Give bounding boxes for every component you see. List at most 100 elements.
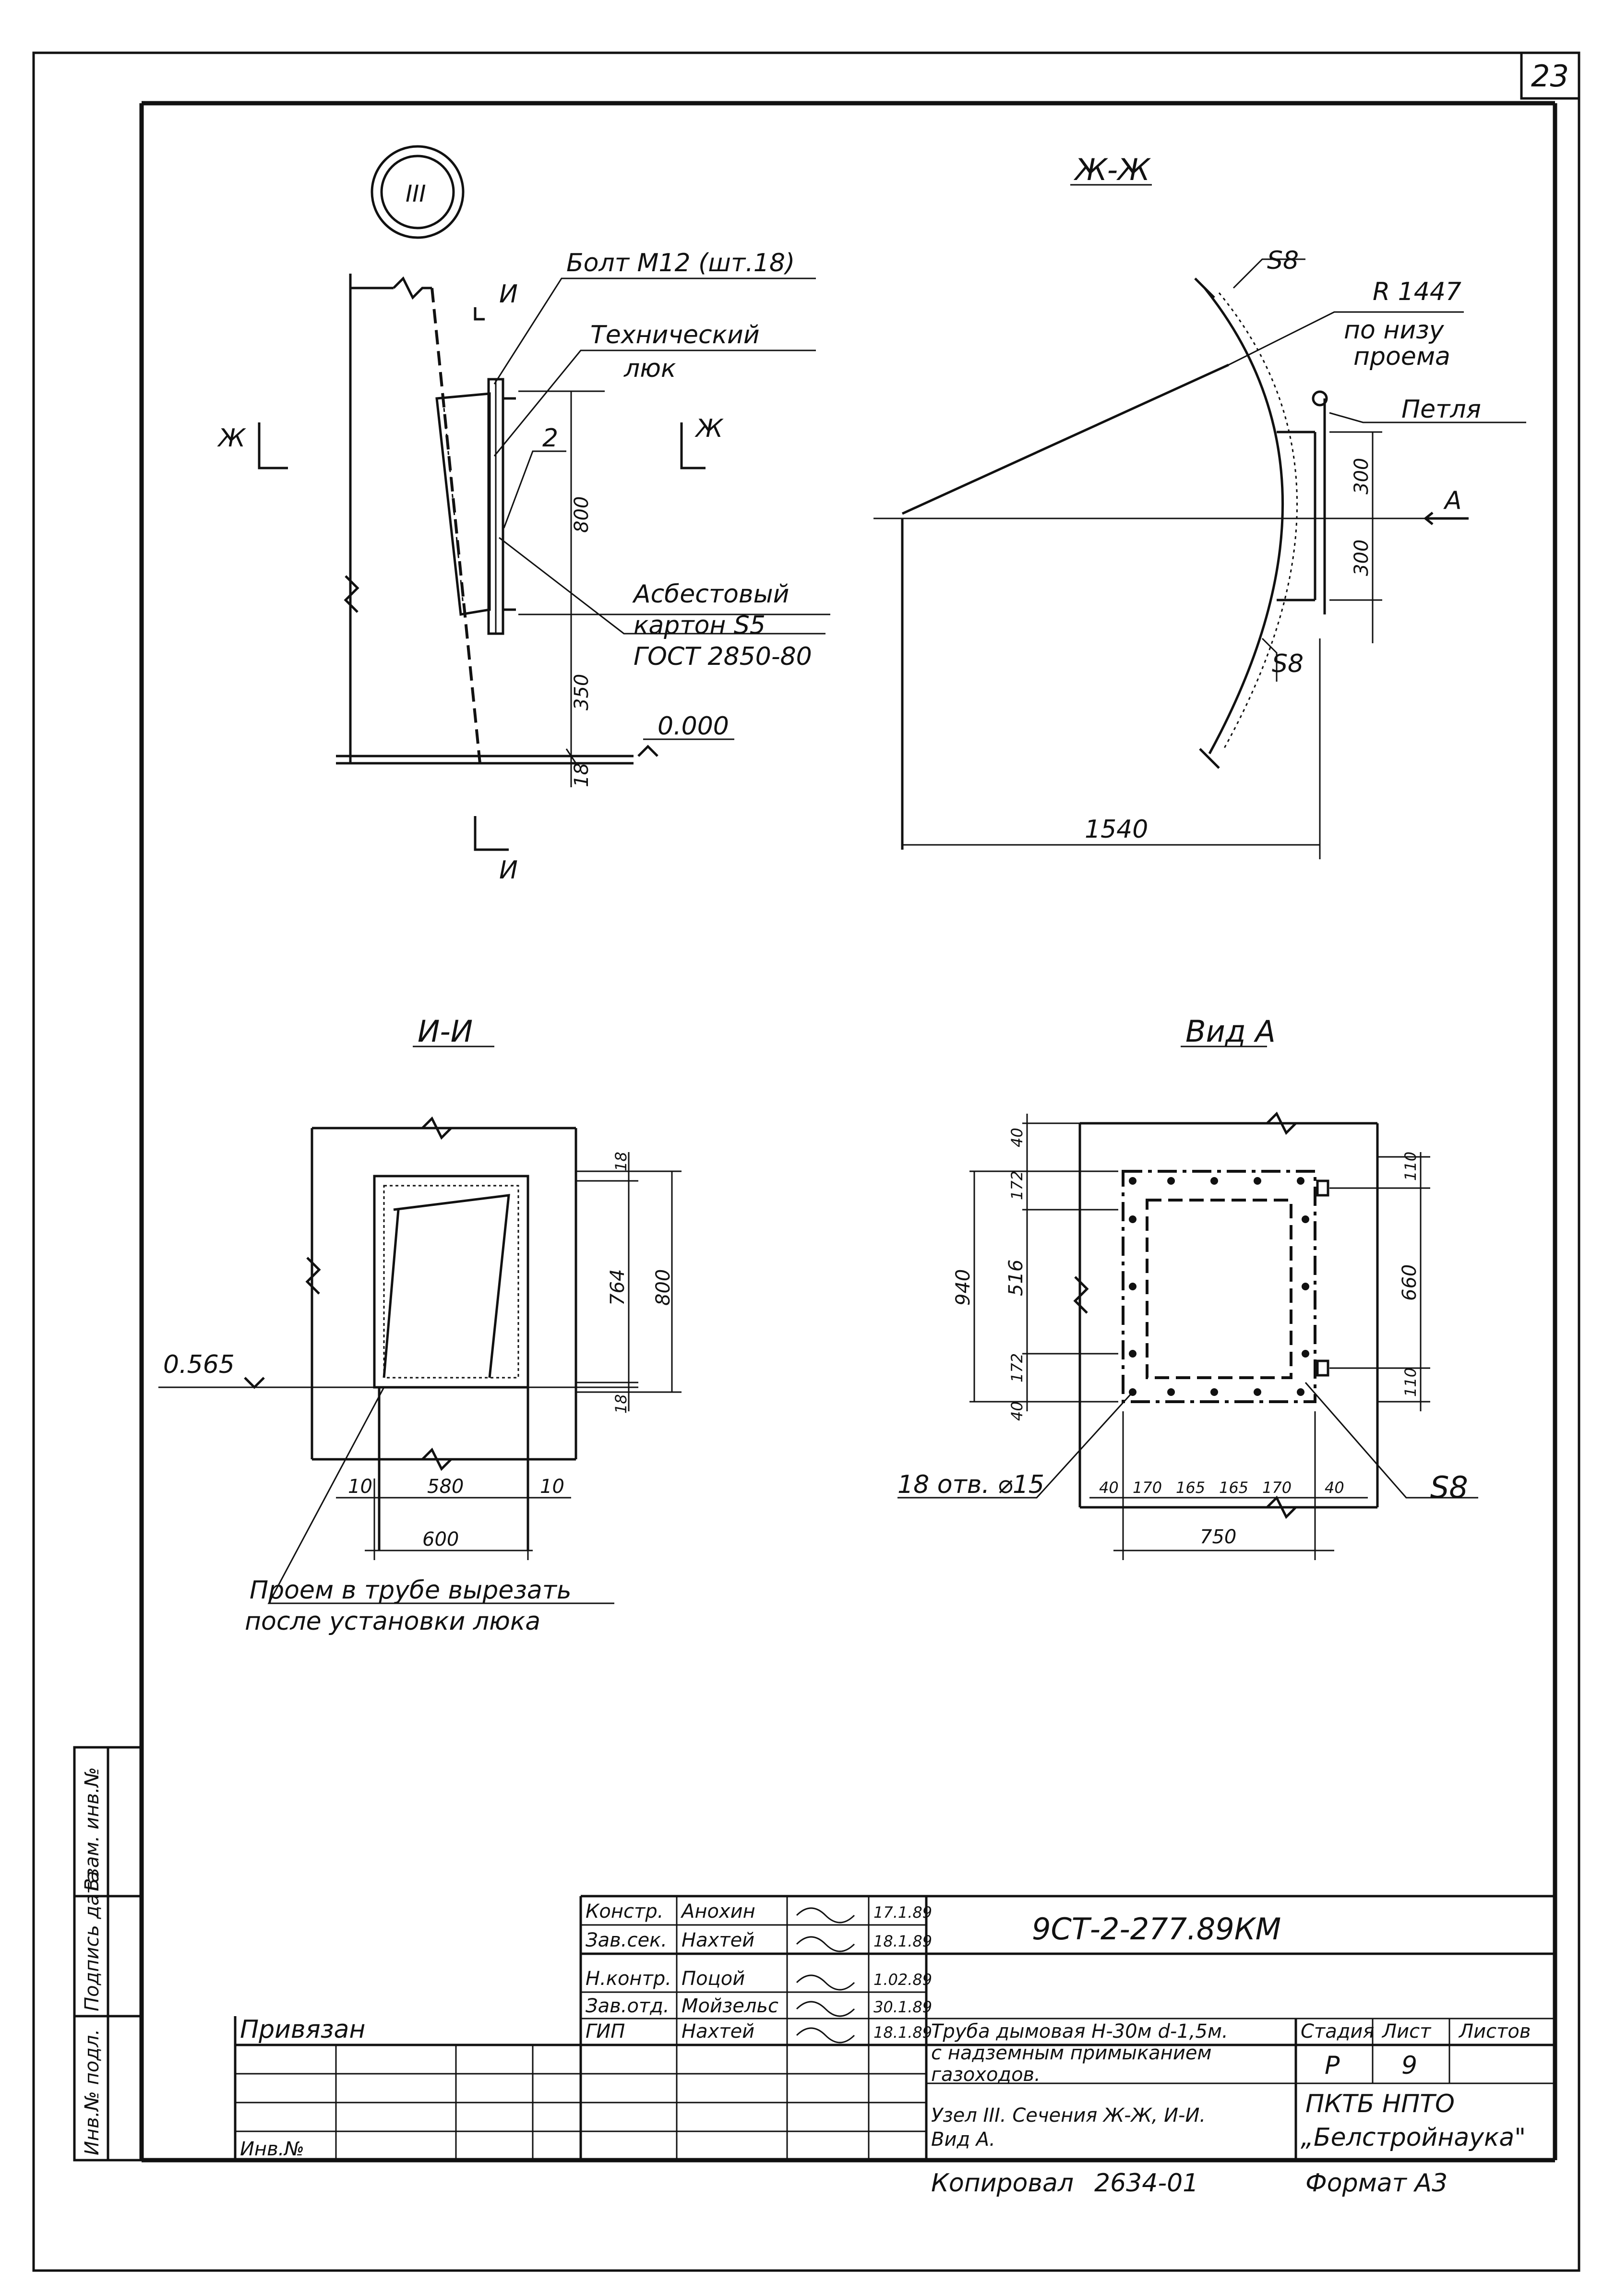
view-a-title: Вид А xyxy=(1185,1014,1276,1049)
tb-privyazan: Привязан xyxy=(240,2015,365,2044)
tb-role-2: Зав.сек. xyxy=(586,1929,667,1951)
va-dim-516: 516 xyxy=(1005,1260,1027,1296)
section-ii-drawing xyxy=(158,1116,682,1604)
radius-note-2: проема xyxy=(1353,342,1450,371)
radius: R 1447 xyxy=(1373,277,1461,306)
va-dim-110b: 110 xyxy=(1401,1368,1420,1397)
ii-dim-10a: 10 xyxy=(348,1476,372,1498)
va-dim-750: 750 xyxy=(1200,1526,1236,1548)
va-dim-110a: 110 xyxy=(1401,1152,1420,1181)
tb-title-1: Труба дымовая Н-30м d-1,5м. xyxy=(931,2020,1228,2043)
tb-sheets-h: Листов xyxy=(1458,2020,1531,2043)
asbestos-1: Асбестовый xyxy=(632,580,789,609)
title-block-grid xyxy=(234,1895,1555,2160)
cut-zh-left: Ж xyxy=(217,424,246,453)
tb-role-4: Зав.отд. xyxy=(586,1995,670,2017)
section-zh-drawing xyxy=(873,258,1526,859)
dim-1540: 1540 xyxy=(1085,815,1148,844)
section-zh-title: Ж-Ж xyxy=(1073,152,1151,187)
tb-org-2: „Белстройнаука" xyxy=(1301,2123,1526,2152)
tb-date-2: 18.1.89 xyxy=(873,1932,932,1950)
tb-date-5: 18.1.89 xyxy=(873,2023,932,2042)
tb-name-5: Нахтей xyxy=(682,2020,754,2043)
tb-doc-code: 9СТ-2-277.89КМ xyxy=(1032,1911,1281,1947)
tb-sheet-title-1: Узел III. Сечения Ж-Ж, И-И. xyxy=(931,2104,1206,2127)
tb-sheet-no: 9 xyxy=(1401,2051,1417,2080)
dim-300a: 300 xyxy=(1351,458,1373,494)
va-b-40b: 40 xyxy=(1325,1479,1344,1497)
radius-note-1: по низу xyxy=(1344,316,1445,345)
signatures xyxy=(796,1907,855,2044)
tb-org-1: ПКТБ НПТО xyxy=(1305,2090,1455,2118)
tb-role-5: ГИП xyxy=(586,2020,625,2043)
bolt-label: Болт М12 (шт.18) xyxy=(566,249,795,277)
tb-date-1: 17.1.89 xyxy=(873,1903,932,1922)
side-inv-orig: Инв.№ подл. xyxy=(81,2029,103,2155)
cut-i-bottom: И xyxy=(499,856,518,885)
dim-350-node: 350 xyxy=(571,674,593,710)
item-number: 2 xyxy=(542,424,558,453)
tb-title-2: с надземным примыканием xyxy=(931,2042,1212,2064)
asbestos-3: ГОСТ 2850-80 xyxy=(634,642,812,671)
side-vzam: Взам. инв.№ xyxy=(81,1767,103,1891)
node-marker xyxy=(371,145,465,239)
tb-name-4: Мойзельс xyxy=(682,1995,778,2017)
ii-dim-600: 600 xyxy=(422,1528,459,1551)
ii-note-2: после установки люка xyxy=(245,1607,540,1636)
ii-dim-580: 580 xyxy=(427,1476,464,1498)
hatch-label-2: люк xyxy=(623,354,676,383)
ii-dim-800: 800 xyxy=(652,1269,674,1306)
ii-dim-18a: 18 xyxy=(612,1152,630,1171)
dim-800-node: 800 xyxy=(571,496,593,533)
va-b-170b: 170 xyxy=(1262,1479,1292,1497)
asbestos-2: картон S5 xyxy=(634,611,766,640)
tb-name-1: Анохин xyxy=(680,1900,755,1923)
tb-copy-no: 2634-01 xyxy=(1094,2169,1198,2198)
section-ii-title: И-И xyxy=(418,1014,473,1049)
dim-18-node: 18 xyxy=(571,763,593,787)
va-b-165b: 165 xyxy=(1219,1479,1248,1497)
va-dim-40b: 40 xyxy=(1008,1401,1026,1421)
s8-top: S8 xyxy=(1267,246,1299,275)
side-sign-date: Подпись дата xyxy=(81,1871,103,2011)
tb-name-2: Нахтей xyxy=(682,1929,754,1951)
tb-date-4: 30.1.89 xyxy=(873,1998,932,2016)
ii-dim-18b: 18 xyxy=(612,1394,630,1414)
tb-stage: Р xyxy=(1325,2051,1340,2080)
tb-role-1: Констр. xyxy=(586,1900,663,1923)
page-number: 23 xyxy=(1531,59,1569,94)
tb-title-3: газоходов. xyxy=(931,2064,1041,2086)
node-detail-drawing xyxy=(258,274,830,851)
tb-name-3: Поцой xyxy=(682,1968,745,1990)
side-stamp xyxy=(73,1746,143,2162)
tb-sheet-h: Лист xyxy=(1381,2020,1432,2043)
va-dim-940: 940 xyxy=(952,1269,974,1306)
ii-note-1: Проем в трубе вырезать xyxy=(250,1576,572,1605)
level-0000: 0.000 xyxy=(658,712,729,741)
loop-label: Петля xyxy=(1401,395,1481,424)
dim-300b: 300 xyxy=(1351,540,1373,576)
va-b-40a: 40 xyxy=(1099,1479,1119,1497)
ii-dim-10b: 10 xyxy=(540,1476,564,1498)
hatch-label-1: Технический xyxy=(590,321,760,349)
va-b-165a: 165 xyxy=(1176,1479,1205,1497)
tb-copied: Копировал xyxy=(931,2169,1074,2198)
tb-stage-h: Стадия xyxy=(1301,2020,1374,2043)
cut-zh-right: Ж xyxy=(694,414,724,443)
va-b-170a: 170 xyxy=(1133,1479,1162,1497)
tb-inv-no: Инв.№ xyxy=(240,2138,304,2160)
va-dim-660: 660 xyxy=(1399,1264,1421,1301)
va-dim-40a: 40 xyxy=(1008,1128,1026,1147)
ii-level: 0.565 xyxy=(163,1350,235,1379)
va-dim-172a: 172 xyxy=(1008,1171,1026,1200)
va-holes: 18 отв. ⌀15 xyxy=(897,1470,1044,1499)
s8-bottom: S8 xyxy=(1272,649,1304,678)
va-s8: S8 xyxy=(1430,1470,1468,1505)
tb-format: Формат А3 xyxy=(1305,2169,1448,2198)
tb-sheet-title-2: Вид А. xyxy=(931,2128,995,2151)
view-a-label: А xyxy=(1443,486,1462,515)
va-dim-172b: 172 xyxy=(1008,1353,1026,1382)
cut-i-top: И xyxy=(499,280,518,309)
tb-date-3: 1.02.89 xyxy=(873,1971,932,1989)
tb-role-3: Н.контр. xyxy=(586,1968,671,1990)
